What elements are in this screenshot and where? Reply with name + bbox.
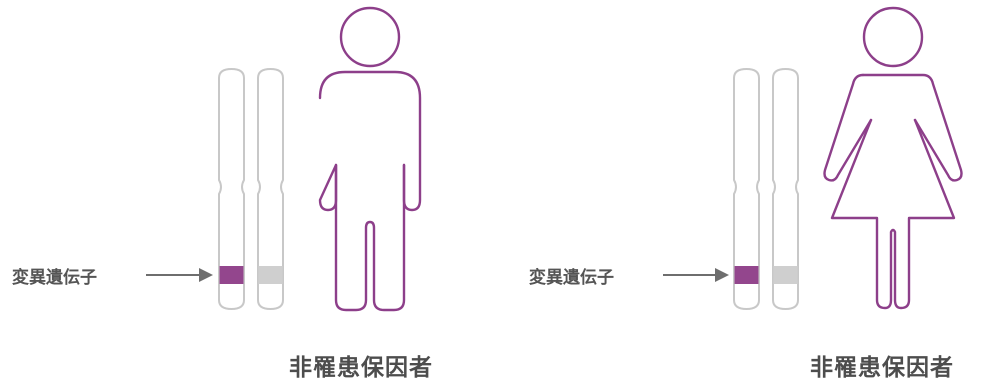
carrier-panel-male: 変異遺伝子 非罹患保因者 bbox=[12, 6, 433, 381]
female-carrier-diagram bbox=[663, 6, 963, 311]
variant-gene-band bbox=[219, 266, 244, 284]
arrow-icon bbox=[146, 268, 213, 282]
carrier-caption: 非罹患保因者 bbox=[289, 355, 433, 381]
carrier-panel-female: 変異遺伝子 非罹患保因者 bbox=[491, 0, 982, 385]
chromosome-icon bbox=[772, 67, 799, 311]
female-figure-icon bbox=[823, 6, 963, 310]
variant-gene-band bbox=[734, 266, 759, 284]
arrow-icon bbox=[663, 268, 729, 282]
chromosome-icon bbox=[218, 67, 245, 311]
chromosome-icon bbox=[257, 67, 284, 311]
chromosome-icon bbox=[733, 67, 760, 311]
carrier-caption: 非罹患保因者 bbox=[810, 355, 954, 381]
variant-gene-label: 変異遺伝子 bbox=[12, 268, 97, 288]
variant-gene-label: 変異遺伝子 bbox=[529, 268, 614, 288]
normal-gene-band bbox=[773, 266, 798, 284]
normal-gene-band bbox=[258, 266, 283, 284]
male-carrier-diagram bbox=[146, 6, 422, 312]
male-figure-icon bbox=[318, 6, 422, 312]
